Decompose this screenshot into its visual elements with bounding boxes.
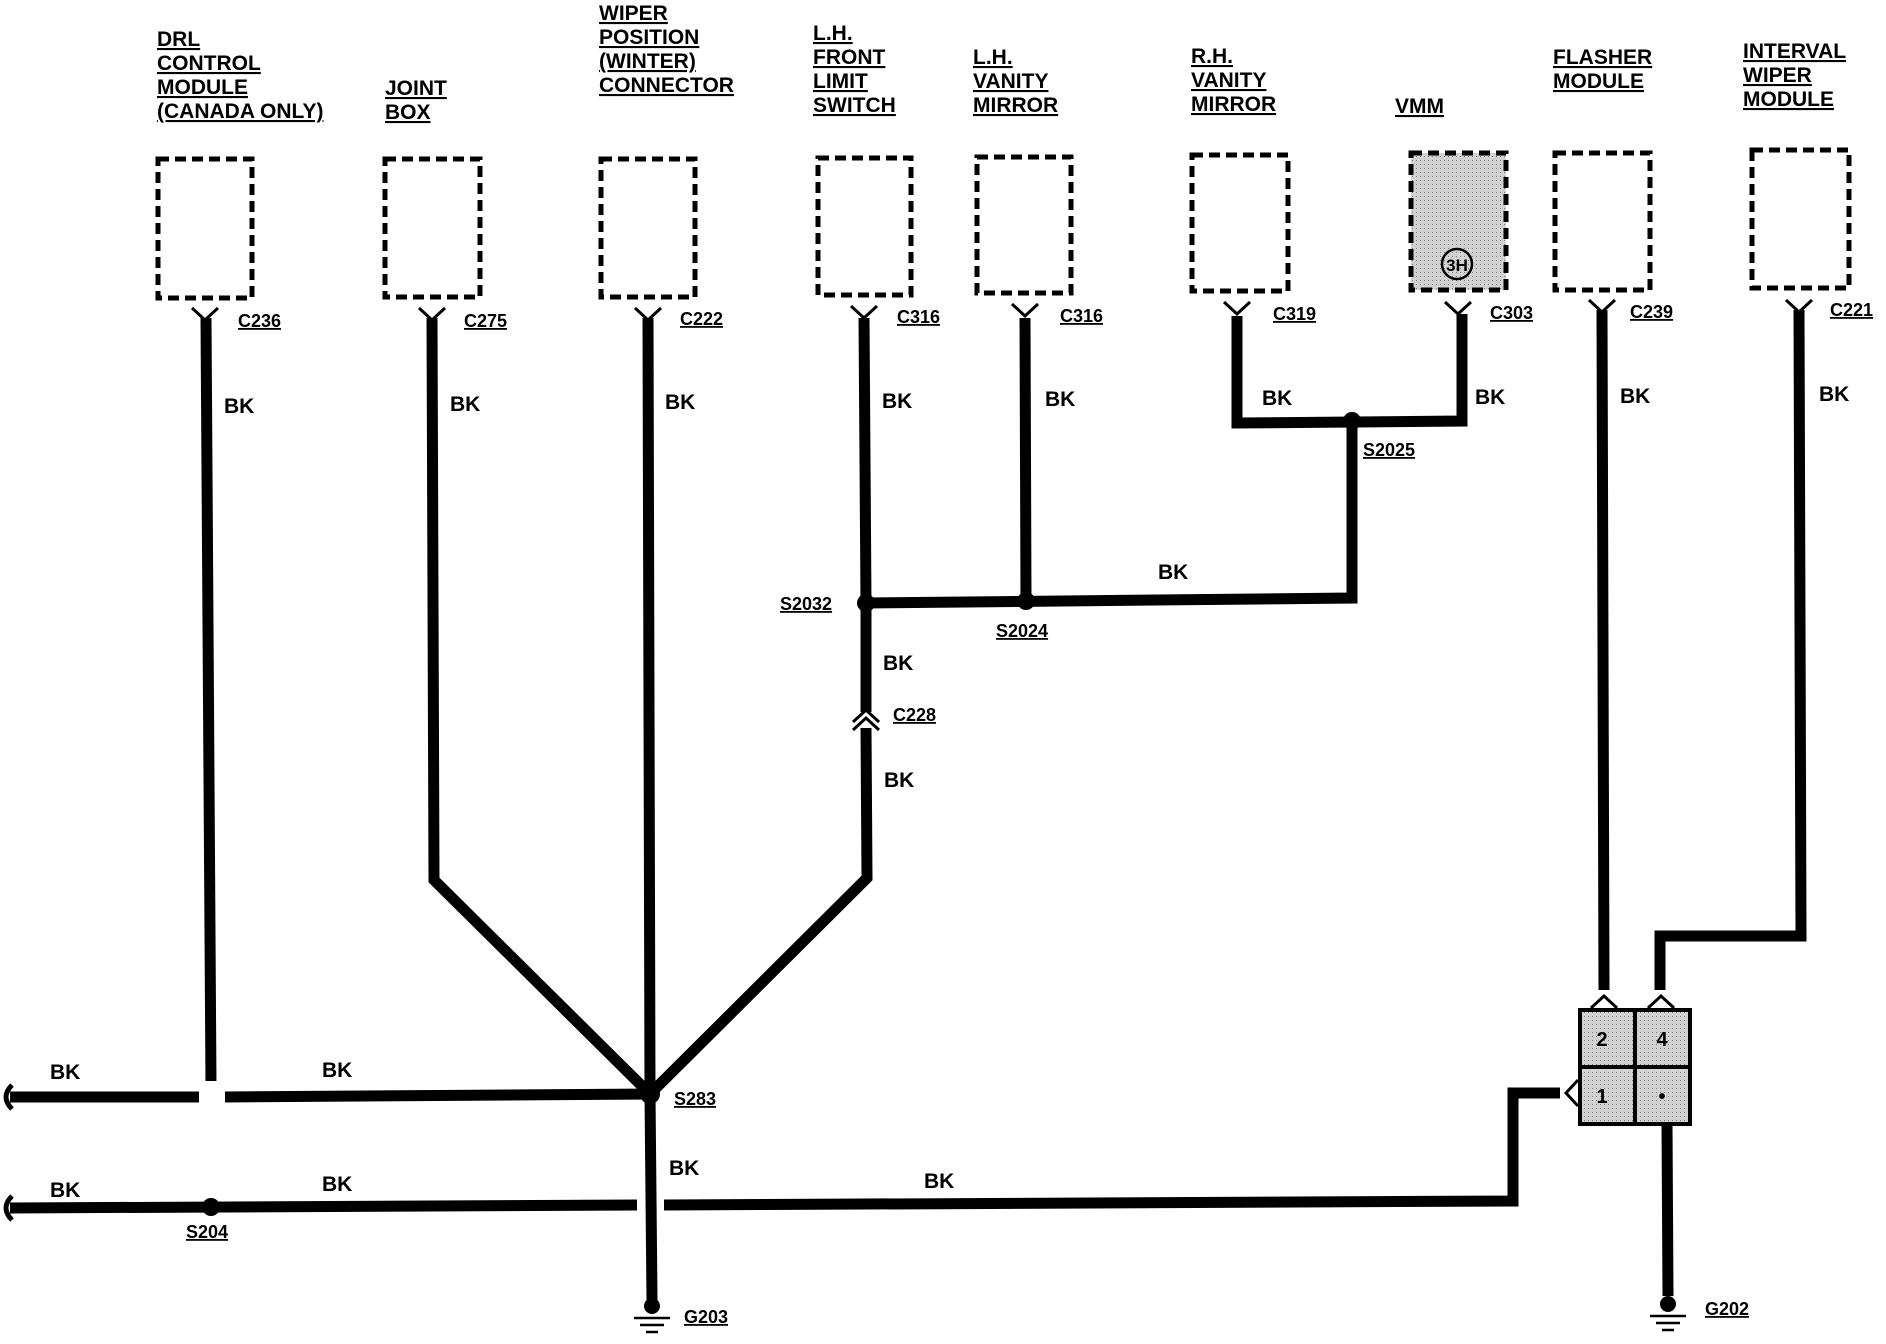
connector-c228: C228 bbox=[893, 705, 936, 725]
wire-color-upper-left: BK bbox=[50, 1061, 80, 1084]
joint-box-box bbox=[382, 156, 483, 300]
wire-color-lh-vanity: BK bbox=[1045, 388, 1075, 411]
connector-c303: C303 bbox=[1490, 303, 1533, 323]
wire-color-s283-g203: BK bbox=[669, 1157, 699, 1180]
wire-color-flasher: BK bbox=[1620, 385, 1650, 408]
wire-color-labels: BK BK BK BK BK BK BK BK BK BK BK BK BK B… bbox=[50, 383, 1849, 1202]
vmm-title: VMM bbox=[1395, 95, 1444, 118]
wiper-position-connector-box bbox=[598, 156, 698, 300]
connector-c221: C221 bbox=[1830, 300, 1873, 320]
connector-c275: C275 bbox=[464, 311, 507, 331]
ground-g203-label: G203 bbox=[684, 1307, 728, 1327]
wire-flasher bbox=[1596, 309, 1610, 991]
flasher-module-box bbox=[1552, 150, 1653, 293]
wire-lower-right bbox=[663, 1087, 1560, 1211]
wire-drl bbox=[200, 317, 217, 1088]
wire-block-g202 bbox=[1661, 1123, 1674, 1297]
wire-wiper-position bbox=[642, 317, 656, 1095]
wire-lh-front-limit bbox=[858, 317, 872, 604]
ground-g203-symbol bbox=[634, 1298, 670, 1334]
block-pin-1: 1 bbox=[1596, 1086, 1607, 1108]
wire-color-wiper: BK bbox=[665, 391, 695, 414]
wire-end-hook-lower bbox=[3, 1194, 14, 1222]
wires bbox=[9, 309, 1807, 1301]
lh-front-limit-switch-box bbox=[815, 155, 914, 298]
connector-c222: C222 bbox=[680, 309, 723, 329]
connector-c319: C319 bbox=[1273, 304, 1316, 324]
wire-color-lh-front: BK bbox=[882, 390, 912, 413]
splice-s283-label: S283 bbox=[674, 1089, 716, 1109]
connector-block: 2 4 1 • bbox=[1563, 993, 1692, 1126]
wire-color-c228-s283: BK bbox=[884, 769, 914, 792]
interval-wiper-module-box bbox=[1749, 147, 1852, 291]
splice-s204-dot bbox=[202, 1198, 220, 1216]
rh-vanity-mirror-box bbox=[1189, 152, 1291, 294]
wire-color-lower-middle: BK bbox=[322, 1173, 352, 1196]
inline-connector-c228 bbox=[851, 707, 881, 732]
block-pin-dot: • bbox=[1658, 1086, 1665, 1108]
wire-s283-g203 bbox=[644, 1093, 658, 1301]
wire-color-drl: BK bbox=[224, 395, 254, 418]
splice-s204-label: S204 bbox=[186, 1222, 228, 1242]
splice-s2032-dot bbox=[857, 594, 875, 612]
ground-g202-symbol bbox=[1650, 1296, 1686, 1332]
vmm-box bbox=[1408, 150, 1509, 293]
connector-c316-lh-vanity: C316 bbox=[1060, 306, 1103, 326]
connector-c239: C239 bbox=[1630, 302, 1673, 322]
splice-s2025-label: S2025 bbox=[1363, 440, 1415, 460]
wire-color-s2025-run: BK bbox=[1158, 561, 1188, 584]
vmm-marker-label: 3H bbox=[1446, 256, 1468, 275]
splice-s2024-label: S2024 bbox=[996, 621, 1048, 641]
wire-color-lower-right: BK bbox=[924, 1170, 954, 1193]
wire-end-hook-upper bbox=[3, 1083, 14, 1111]
connector-chevrons bbox=[190, 298, 1814, 323]
wire-color-upper-middle: BK bbox=[322, 1059, 352, 1082]
wire-upper-middle bbox=[224, 1088, 651, 1103]
drl-control-module-box bbox=[155, 156, 255, 301]
wire-color-rh-vanity: BK bbox=[1262, 387, 1292, 410]
splice-s2032-label: S2032 bbox=[780, 594, 832, 614]
connector-c236: C236 bbox=[238, 311, 281, 331]
splice-s2025-dot bbox=[1343, 412, 1361, 430]
wire-color-lower-left: BK bbox=[50, 1179, 80, 1202]
ground-g202-label: G202 bbox=[1705, 1299, 1749, 1319]
block-pin-4: 4 bbox=[1656, 1029, 1668, 1051]
splice-s2024-dot bbox=[1017, 592, 1035, 610]
lh-vanity-mirror-box bbox=[974, 154, 1074, 296]
wire-color-vmm: BK bbox=[1475, 386, 1505, 409]
block-pin-2: 2 bbox=[1596, 1029, 1607, 1051]
splice-s283-dot bbox=[640, 1084, 660, 1104]
vmm-circled-marker bbox=[1440, 247, 1474, 281]
wire-c228-to-s283 bbox=[646, 727, 873, 1098]
wire-lower-left bbox=[9, 1199, 638, 1214]
connector-c316-lh-front: C316 bbox=[897, 307, 940, 327]
wire-interval-wiper bbox=[1654, 309, 1807, 990]
wire-color-interval-wiper: BK bbox=[1819, 383, 1849, 406]
wire-lh-vanity bbox=[1019, 317, 1032, 602]
wire-joint-box bbox=[426, 317, 654, 1098]
wire-color-s2032-c228: BK bbox=[883, 652, 913, 675]
wire-s2032-s2025 bbox=[865, 421, 1358, 609]
wire-color-joint-box: BK bbox=[450, 393, 480, 416]
